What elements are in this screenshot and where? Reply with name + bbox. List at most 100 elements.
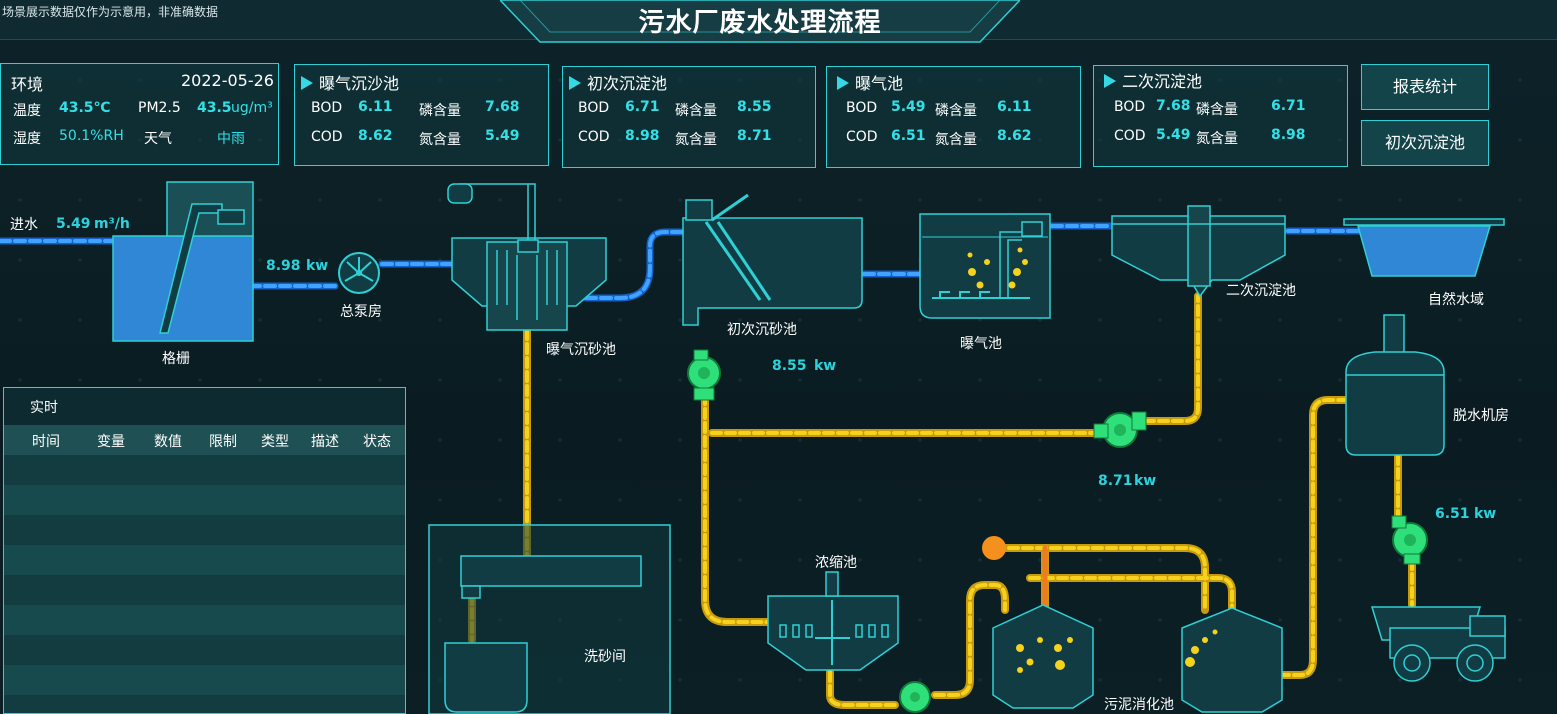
- n-label: 氮含量: [1196, 131, 1238, 147]
- pump3-unit: kw: [1134, 473, 1157, 489]
- bod-label: BOD: [846, 100, 878, 116]
- pump3-kw: 8.71: [1098, 473, 1133, 489]
- table-row[interactable]: [4, 605, 405, 635]
- fan-icon: [338, 252, 380, 294]
- humidity-value: 50.1%RH: [59, 128, 124, 144]
- n-value: 8.98: [1271, 127, 1306, 143]
- n-value: 5.49: [485, 128, 520, 144]
- pm-unit: ug/m³: [231, 100, 273, 116]
- cod-label: COD: [1114, 128, 1146, 144]
- table-row[interactable]: [4, 575, 405, 605]
- digest-label: 污泥消化池: [1104, 697, 1174, 713]
- page-title: 污水厂废水处理流程: [638, 8, 882, 38]
- dewater-label: 脱水机房: [1453, 408, 1509, 424]
- inflow-label: 进水: [10, 217, 38, 233]
- n-label: 氮含量: [675, 132, 717, 148]
- secondary-label: 二次沉淀池: [1226, 283, 1296, 299]
- aer-grit-label: 曝气沉砂池: [546, 342, 616, 358]
- play-icon: [301, 76, 313, 90]
- truck-icon: [1370, 606, 1506, 682]
- col-status: 状态: [363, 434, 391, 450]
- panel-title: 初次沉淀池: [587, 74, 668, 93]
- title-banner: 污水厂废水处理流程: [500, 0, 1020, 44]
- play-icon: [837, 76, 849, 90]
- env-title: 环境: [11, 75, 44, 94]
- aeration-label: 曝气池: [960, 336, 1002, 352]
- humidity-label: 湿度: [13, 131, 41, 147]
- p-label: 磷含量: [675, 103, 717, 119]
- col-value: 数值: [154, 434, 182, 450]
- p-value: 7.68: [485, 99, 520, 115]
- p-label: 磷含量: [1196, 102, 1238, 118]
- p-value: 6.11: [997, 99, 1032, 115]
- panel-secondary-sed: 二次沉淀池 BOD 7.68 磷含量 6.71 COD 5.49 氮含量 8.9…: [1093, 65, 1348, 167]
- cod-value: 8.62: [358, 128, 393, 144]
- table-row[interactable]: [4, 485, 405, 515]
- dewatering-tank: [1345, 314, 1445, 456]
- p-value: 8.55: [737, 99, 772, 115]
- inflow-unit: m³/h: [94, 216, 130, 232]
- sand-wash-room: [428, 524, 671, 714]
- cod-label: COD: [846, 129, 878, 145]
- table-row[interactable]: [4, 695, 405, 713]
- pump1-kw: 8.98: [266, 258, 301, 274]
- n-value: 8.71: [737, 128, 772, 144]
- pm-label: PM2.5: [138, 100, 181, 116]
- thicken-label: 浓缩池: [815, 555, 857, 571]
- primary-grit-label: 初次沉砂池: [727, 322, 797, 338]
- demo-notice: 场景展示数据仅作为示意用，非准确数据: [2, 5, 219, 19]
- inflow-value: 5.49: [56, 216, 91, 232]
- sand-wash-label: 洗砂间: [584, 649, 626, 665]
- cod-value: 8.98: [625, 128, 660, 144]
- col-variable: 变量: [97, 434, 125, 450]
- col-limit: 限制: [209, 434, 237, 450]
- primary-sed-button[interactable]: 初次沉淀池: [1361, 120, 1489, 166]
- blue-pipes: [0, 222, 1364, 302]
- panel-title: 曝气沉沙池: [319, 74, 400, 93]
- pump-house-label: 总泵房: [340, 304, 382, 320]
- n-label: 氮含量: [419, 132, 461, 148]
- aerated-grit-tank: [447, 183, 607, 331]
- table-row[interactable]: [4, 635, 405, 665]
- temp-value: 43.5℃: [59, 100, 111, 116]
- pump2-unit: kw: [814, 358, 837, 374]
- p-label: 磷含量: [419, 103, 461, 119]
- aeration-tank: [919, 213, 1051, 319]
- play-icon: [569, 76, 581, 90]
- n-label: 氮含量: [935, 132, 977, 148]
- table-row[interactable]: [4, 665, 405, 695]
- bod-value: 7.68: [1156, 98, 1191, 114]
- bod-label: BOD: [311, 100, 343, 116]
- cod-label: COD: [311, 129, 343, 145]
- n-value: 8.62: [997, 128, 1032, 144]
- table-header: 时间 变量 数值 限制 类型 描述 状态: [4, 425, 405, 455]
- table-row[interactable]: [4, 515, 405, 545]
- bod-label: BOD: [1114, 99, 1146, 115]
- natural-water: [1343, 218, 1505, 277]
- pm-value: 43.5: [197, 100, 232, 116]
- pump2-kw: 8.55: [772, 358, 807, 374]
- bod-value: 6.71: [625, 99, 660, 115]
- weather-value: 中雨: [217, 131, 245, 147]
- col-type: 类型: [261, 434, 289, 450]
- bod-value: 5.49: [891, 99, 926, 115]
- table-row[interactable]: [4, 545, 405, 575]
- report-stats-button[interactable]: 报表统计: [1361, 64, 1489, 110]
- table-row[interactable]: [4, 455, 405, 485]
- nature-label: 自然水域: [1428, 292, 1484, 308]
- pump-icon: [1391, 515, 1428, 565]
- pump-icon: [687, 349, 721, 401]
- panel-primary-sed: 初次沉淀池 BOD 6.71 磷含量 8.55 COD 8.98 氮含量 8.7…: [562, 66, 816, 168]
- table-title: 实时: [30, 400, 58, 416]
- panel-aeration: 曝气池 BOD 5.49 磷含量 6.11 COD 6.51 氮含量 8.62: [826, 66, 1081, 168]
- panel-aer-grit: 曝气沉沙池 BOD 6.11 磷含量 7.68 COD 8.62 氮含量 5.4…: [294, 64, 549, 166]
- sludge-digester: [982, 536, 1283, 713]
- temp-label: 温度: [13, 103, 41, 119]
- panel-title: 曝气池: [855, 74, 904, 93]
- pump1-unit: kw: [306, 258, 329, 274]
- p-label: 磷含量: [935, 103, 977, 119]
- p-value: 6.71: [1271, 98, 1306, 114]
- env-date: 2022-05-26: [181, 71, 274, 90]
- yellow-pipes: [468, 292, 1416, 709]
